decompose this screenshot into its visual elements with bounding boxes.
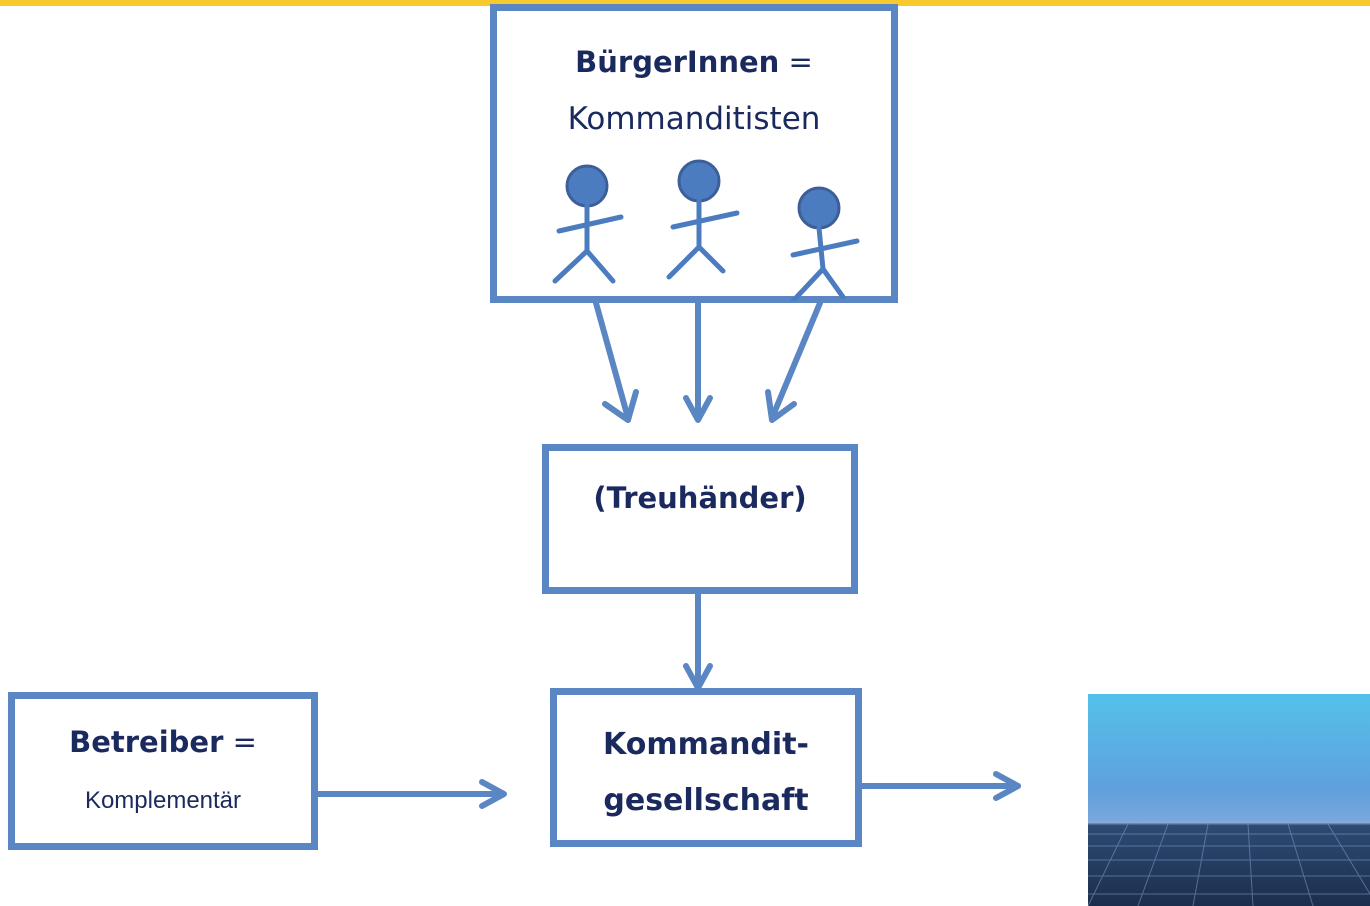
operator-heading: Betreiber = — [15, 725, 311, 759]
stick-figure-icon — [790, 186, 860, 301]
kg-box: Kommandit- gesellschaft — [550, 688, 862, 847]
arrow-operator-to-kg — [315, 779, 507, 809]
arrow-trustee-to-kg — [683, 590, 713, 691]
citizens-subtitle: Kommanditisten — [567, 101, 821, 137]
citizens-figures — [552, 159, 860, 301]
solar-panel-grid — [1088, 823, 1370, 906]
citizens-equals: = — [779, 45, 813, 79]
arrow-citizen-3 — [765, 300, 823, 423]
arrow-citizen-1 — [593, 300, 639, 423]
operator-title: Betreiber — [69, 725, 224, 759]
trustee-label: (Treuhänder) — [593, 481, 807, 515]
arrow-kg-to-solar — [859, 771, 1021, 801]
citizens-heading: BürgerInnen = — [497, 45, 891, 79]
kg-line1: Kommandit- — [602, 727, 809, 762]
stick-figure-icon — [552, 164, 624, 284]
operator-subtitle: Komplementär — [84, 787, 242, 814]
operator-equals: = — [223, 725, 257, 759]
trustee-box: (Treuhänder) — [542, 444, 858, 594]
citizens-box: BürgerInnen = Kommanditisten — [490, 4, 898, 303]
accent-bar — [0, 0, 1370, 6]
citizens-title: BürgerInnen — [575, 45, 780, 79]
stick-figure-icon — [666, 159, 740, 280]
operator-box: Betreiber = Komplementär — [8, 692, 318, 850]
kg-line2: gesellschaft — [603, 783, 809, 818]
solar-panel-image — [1088, 694, 1370, 906]
arrow-citizen-2 — [683, 300, 713, 423]
